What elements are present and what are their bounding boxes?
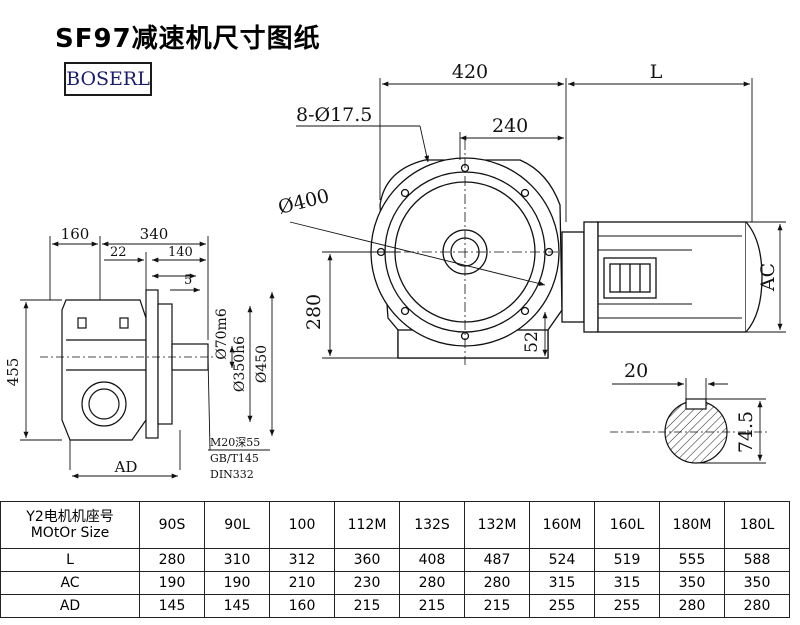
- table-column-header: 132M: [464, 501, 530, 549]
- table-cell: 215: [399, 594, 465, 618]
- table-column-header: 180L: [724, 501, 790, 549]
- table-cell: 145: [204, 594, 270, 618]
- dim-280: 280: [303, 294, 325, 330]
- table-cell: 350: [724, 571, 790, 595]
- dim-140: 140: [168, 245, 193, 260]
- side-view: [40, 289, 215, 441]
- dim-160: 160: [61, 225, 90, 243]
- table-header-line-1: Y2电机机座号: [26, 509, 114, 525]
- thread-note-3: DIN332: [210, 468, 254, 481]
- brand-logo: BOSERL: [64, 62, 152, 96]
- dim-bolt-holes: 8-Ø17.5: [296, 104, 372, 126]
- motor-fins: [598, 235, 742, 319]
- dim-ad: AD: [114, 458, 138, 476]
- table-cell: 588: [724, 548, 790, 572]
- dim-ac: AC: [757, 263, 779, 292]
- table-cell: 519: [594, 548, 660, 572]
- dim-240: 240: [492, 115, 528, 137]
- table-column-header: 132S: [399, 501, 465, 549]
- table-header-line-2: MOtOr Size: [30, 525, 110, 541]
- dim-flange-diameter: Ø400: [276, 185, 332, 219]
- table-cell: 190: [204, 571, 270, 595]
- shaft-dimensions: [612, 378, 766, 464]
- table-cell: 280: [724, 594, 790, 618]
- table-column-header: 112M: [334, 501, 400, 549]
- table-cell: 310: [204, 548, 270, 572]
- dim-74-5: 74.5: [735, 411, 757, 453]
- table-cell: 555: [659, 548, 725, 572]
- table-column-header: 160M: [529, 501, 595, 549]
- side-dimensions: [20, 236, 275, 479]
- table-column-header: 160L: [594, 501, 660, 549]
- dim-key-width: 20: [624, 360, 648, 382]
- table-column-header: 90L: [204, 501, 270, 549]
- technical-drawing: 420 L 8-Ø17.5 240 Ø400 280 AC 52 20 74.5: [4, 61, 786, 481]
- dim-455: 455: [4, 358, 22, 387]
- dim-shaft-diameter: Ø70m6: [214, 308, 230, 360]
- table-cell: 280: [659, 594, 725, 618]
- table-cell: 280: [464, 571, 530, 595]
- side-dimension-labels: 160 340 22 140 5 455 Ø70m6 Ø350h6 Ø450 A…: [4, 225, 270, 481]
- dim-outer-diameter: Ø450: [254, 345, 270, 383]
- table-cell: 255: [594, 594, 660, 618]
- table-cell: 312: [269, 548, 335, 572]
- table-row-label: L: [0, 548, 140, 572]
- thread-note-1: M20深55: [210, 436, 260, 449]
- table-cell: 255: [529, 594, 595, 618]
- front-view: [350, 140, 763, 365]
- table-column-header: 180M: [659, 501, 725, 549]
- dim-l: L: [650, 61, 663, 83]
- table-cell: 487: [464, 548, 530, 572]
- dim-420: 420: [452, 61, 488, 83]
- front-dimensions: [289, 78, 786, 359]
- dim-52: 52: [522, 331, 542, 353]
- table-cell: 190: [139, 571, 205, 595]
- table-cell: 360: [334, 548, 400, 572]
- table-cell: 315: [529, 571, 595, 595]
- side-flange: [145, 289, 159, 439]
- table-cell: 350: [659, 571, 725, 595]
- table-cell: 160: [269, 594, 335, 618]
- table-cell: 230: [334, 571, 400, 595]
- table-cell: 315: [594, 571, 660, 595]
- dim-340: 340: [140, 225, 169, 243]
- motor-adapter: [561, 231, 585, 323]
- table-column-header: 90S: [139, 501, 205, 549]
- table-cell: 215: [334, 594, 400, 618]
- table-cell: 408: [399, 548, 465, 572]
- table-row-label: AD: [0, 594, 140, 618]
- table-cell: 280: [399, 571, 465, 595]
- thread-note-2: GB/T145: [210, 452, 259, 465]
- table-cell: 524: [529, 548, 595, 572]
- table-cell: 280: [139, 548, 205, 572]
- page-title: SF97减速机尺寸图纸: [55, 24, 321, 54]
- table-cell: 145: [139, 594, 205, 618]
- table-cell: 210: [269, 571, 335, 595]
- table-column-header: 100: [269, 501, 335, 549]
- table-row-label: AC: [0, 571, 140, 595]
- dim-22: 22: [110, 245, 127, 260]
- table-cell: 215: [464, 594, 530, 618]
- dim-spigot-diameter: Ø350h6: [232, 336, 248, 392]
- dim-5: 5: [184, 273, 192, 288]
